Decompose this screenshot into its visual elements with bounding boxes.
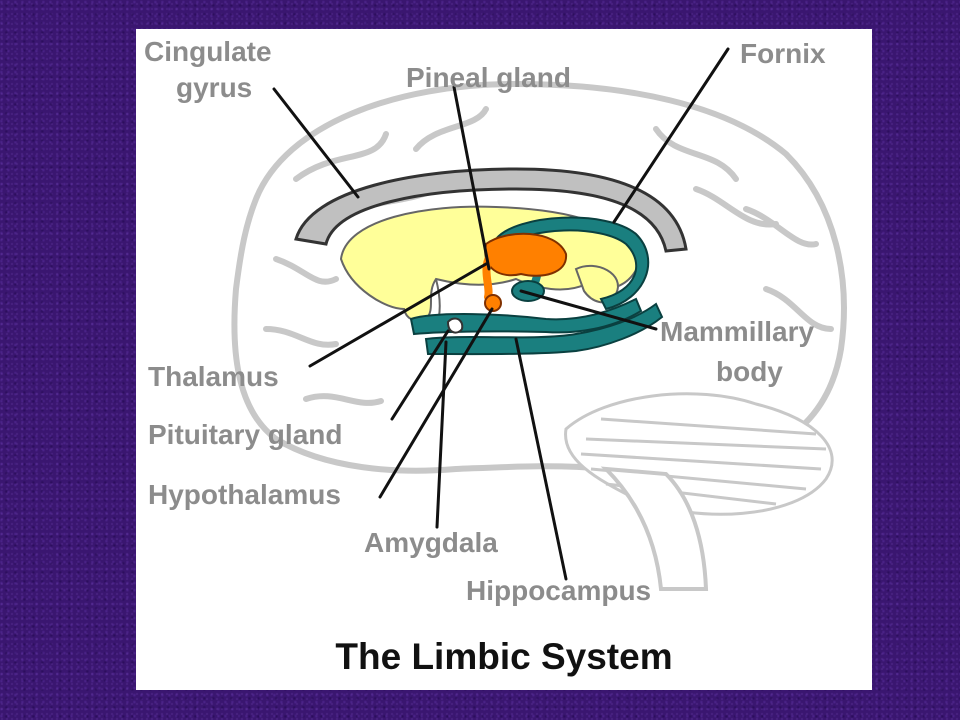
amygdala-shape [446, 317, 464, 334]
leader-lines [272, 47, 730, 581]
hypothalamus-stalk [482, 250, 495, 301]
label-mammillary-body-line2: body [716, 356, 783, 387]
label-cingulate-gyrus-line2: gyrus [176, 72, 253, 103]
label-thalamus: Thalamus [148, 361, 279, 392]
leader-cingulate [272, 87, 360, 199]
leader-fornix [612, 47, 730, 224]
cerebellum [564, 392, 834, 516]
cingulate-gyrus [294, 167, 688, 253]
label-pituitary-gland: Pituitary gland [148, 419, 343, 450]
label-mammillary-body-line1: Mammillary [660, 316, 815, 347]
leader-pituitary [390, 329, 450, 421]
leader-pineal [452, 85, 491, 271]
hippocampus-upper [409, 297, 643, 336]
leader-amygdala [435, 340, 448, 529]
label-fornix: Fornix [740, 38, 826, 69]
leader-thalamus [308, 262, 488, 368]
label-hypothalamus: Hypothalamus [148, 479, 341, 510]
brain-stem [600, 466, 709, 591]
label-amygdala: Amygdala [364, 527, 498, 558]
leader-mammillary [519, 289, 658, 331]
fornix-arc [494, 216, 650, 311]
hippocampus-lower [424, 302, 664, 356]
label-hippocampus: Hippocampus [466, 575, 652, 606]
leader-hippocampus [514, 337, 568, 581]
diagram-panel: Cingulate gyrus Pineal gland Fornix Mamm… [136, 29, 872, 690]
diagram-title: The Limbic System [335, 636, 673, 677]
label-cingulate-gyrus-line1: Cingulate [144, 36, 272, 67]
label-pineal-gland: Pineal gland [406, 62, 571, 93]
limbic-system-diagram [231, 47, 847, 591]
mammillary-body-shape [511, 280, 545, 302]
leader-hypothalamus [378, 307, 494, 499]
pineal-gland-shape [484, 232, 568, 277]
pituitary-gland-shape [484, 294, 502, 312]
